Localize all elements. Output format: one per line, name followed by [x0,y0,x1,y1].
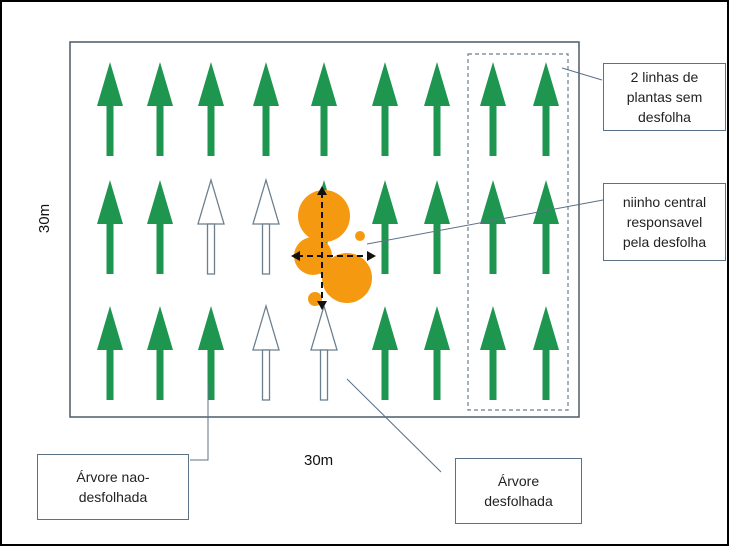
healthy-tree-icon [97,180,123,274]
defoliated-tree-icon [252,177,280,275]
defoliated-tree-icon [252,303,280,401]
healthy-tree-icon [533,62,559,156]
control-rows-callout: 2 linhas de plantas sem desfolha [603,63,726,131]
healthy-tree-icon [480,62,506,156]
defoliated-label: Árvore desfolhada [484,473,553,509]
not-defoliated-callout: Árvore nao- desfolhada [37,454,189,520]
defoliated-tree-icon [310,303,338,401]
not-defoliated-label: Árvore nao- desfolhada [76,469,150,505]
callout-connectors [190,67,604,473]
healthy-tree-icon [198,306,224,400]
healthy-tree-icon [311,62,337,156]
healthy-tree-icon [372,180,398,274]
arrowhead-down [317,301,327,310]
healthy-tree-icon [147,62,173,156]
height-dimension-label: 30m [36,203,54,234]
nest-chamber [355,231,365,241]
arrowhead-up [317,186,327,195]
connector-defoliated [346,378,442,473]
healthy-tree-icon [97,62,123,156]
healthy-tree-icon [424,306,450,400]
ant-nest [291,186,376,310]
width-dimension-label: 30m [304,452,334,469]
nest-chamber [322,253,372,303]
healthy-tree-icon [533,306,559,400]
healthy-tree-icon [533,180,559,274]
healthy-tree-icon [198,62,224,156]
healthy-tree-icon [147,306,173,400]
control-rows-label: 2 linhas de plantas sem desfolha [626,69,703,125]
control-rows-box [467,53,569,411]
healthy-tree-icon [372,62,398,156]
plot-boundary [69,41,580,418]
tree-grid [97,62,559,401]
healthy-tree-icon [480,306,506,400]
central-nest-label: niinho central responsavel pela desfolha [622,194,707,250]
healthy-tree-icon [97,306,123,400]
connector-control-rows [561,67,603,81]
defoliated-callout: Árvore desfolhada [455,458,582,524]
healthy-tree-icon [424,62,450,156]
healthy-tree-icon [253,62,279,156]
healthy-tree-icon [480,180,506,274]
central-nest-callout: niinho central responsavel pela desfolha [603,183,726,261]
healthy-tree-icon [147,180,173,274]
arrowhead-right [367,251,376,261]
healthy-tree-icon [372,306,398,400]
connector-nest [366,199,604,245]
connector-not-defoliated [190,383,209,461]
defoliated-tree-icon [197,177,225,275]
healthy-tree-icon [424,180,450,274]
arrowhead-left [291,251,300,261]
nest-chamber [298,190,350,242]
